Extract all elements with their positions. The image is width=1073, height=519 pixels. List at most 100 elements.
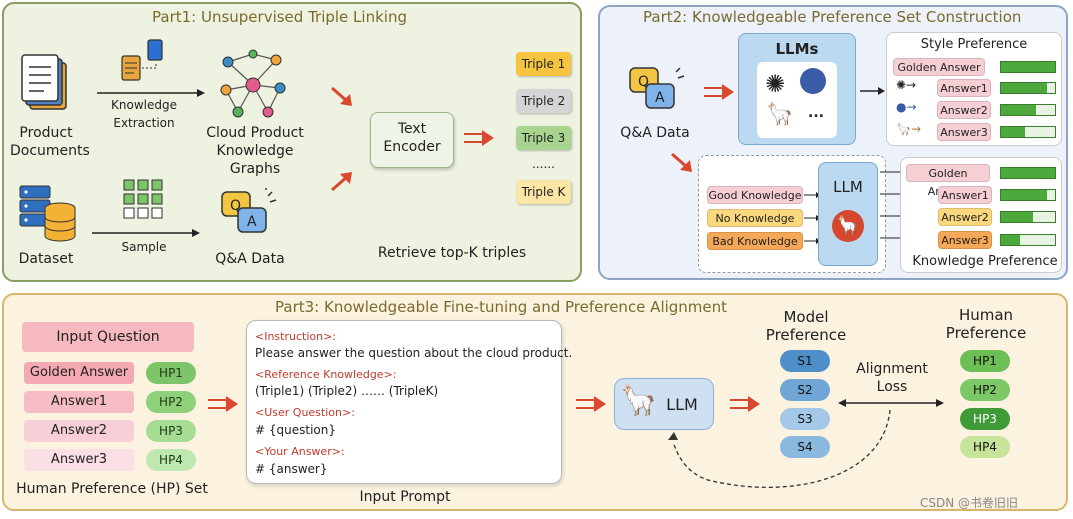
model-preference-label: Model Preference <box>765 308 847 344</box>
alignment-loss-label: Alignment Loss <box>856 361 928 395</box>
red-arrow-kg-encoder <box>331 86 352 106</box>
llama-icon-part3: 🦙 <box>620 383 658 418</box>
human-hp3: HP3 <box>960 408 1010 430</box>
human-hp2: HP2 <box>960 379 1010 401</box>
knowledge-answer3-bar <box>1000 234 1056 246</box>
style-golden-bar <box>1000 61 1056 73</box>
llm-label-part3: LLM <box>666 395 698 414</box>
cloud-kg-label: Cloud Product Knowledge Graphs <box>206 125 304 177</box>
style-golden-chip: Golden Answer <box>893 58 985 76</box>
model-s3: S3 <box>780 408 830 430</box>
input-question-box <box>22 322 194 352</box>
style-model-icon: ●→ <box>896 100 917 114</box>
hp2-badge: HP2 <box>146 391 196 413</box>
knowledge-answer2-bar <box>1000 211 1056 223</box>
user-question-text: # {question} <box>255 423 336 437</box>
knowledge-extraction-label: Knowledge Extraction <box>111 98 177 130</box>
sample-arrow <box>92 229 200 237</box>
knowledge-answer1-bar <box>1000 189 1056 201</box>
style-openai-icon: ✺→ <box>896 78 917 92</box>
llm-label-part2: LLM <box>833 178 863 196</box>
knowledge-golden-chip: Golden Answer <box>906 164 990 198</box>
style-llama-icon: 🦙→ <box>896 122 921 136</box>
reference-text: (Triple1) (Triple2) …… (TripleK) <box>255 384 439 398</box>
bad-knowledge-chip: Bad Knowledge <box>707 232 803 250</box>
input-prompt-label: Input Prompt <box>359 489 451 505</box>
style-answer2-bar <box>1000 104 1056 116</box>
llama-icon: 🦙 <box>766 102 794 127</box>
svg-text:Q: Q <box>230 198 241 214</box>
svg-text:Q: Q <box>638 74 649 90</box>
knowledge-golden-bar <box>1000 167 1056 179</box>
documents-icon <box>21 54 67 110</box>
triple-2: Triple 2 <box>516 89 571 113</box>
style-answer1-bar <box>1000 82 1056 94</box>
instruction-text: Please answer the question about the clo… <box>255 346 573 360</box>
llms-label: LLMs <box>775 40 819 58</box>
text-encoder-box <box>370 112 454 168</box>
alignment-arrow <box>838 399 944 407</box>
style-answer3-chip: Answer3 <box>937 123 991 141</box>
knowledge-answer3-chip: Answer3 <box>938 231 992 249</box>
qa-data-label: Q&A Data <box>215 251 285 267</box>
no-knowledge-chip: No Knowledge <box>707 209 803 227</box>
triple-3: Triple 3 <box>516 126 571 150</box>
prompt-to-llm-arrow <box>576 396 606 412</box>
your-answer-text: # {answer} <box>255 462 328 476</box>
part2-title: Part2: Knowledgeable Preference Set Cons… <box>643 8 1022 26</box>
svg-text:A: A <box>247 214 257 230</box>
llm-to-model-pref-arrow <box>730 396 760 412</box>
knowledge-graph-icon <box>220 49 286 118</box>
your-answer-tag: <Your Answer>: <box>255 445 345 458</box>
human-hp4: HP4 <box>960 436 1010 458</box>
style-preference-title: Style Preference <box>920 37 1028 52</box>
style-answer2-chip: Answer2 <box>937 101 991 119</box>
answer-golden: Golden Answer <box>24 362 134 384</box>
style-answer3-bar <box>1000 126 1056 138</box>
encoder-to-triples-arrow <box>464 130 494 146</box>
sample-label: Sample <box>121 240 167 254</box>
hp-set-label: Human Preference (HP) Set <box>16 481 208 497</box>
llms-to-style-arrow <box>860 87 885 95</box>
llama-logo-icon: 🦙 <box>832 210 864 242</box>
dataset-label: Dataset <box>18 251 74 267</box>
style-answer1-chip: Answer1 <box>937 79 991 97</box>
text-encoder-label: Text Encoder <box>383 121 441 155</box>
human-hp1: HP1 <box>960 350 1010 372</box>
llms-ellipsis: ... <box>808 105 824 121</box>
knowledge-answer1-chip: Answer1 <box>938 186 992 204</box>
qa-data-label-part2: Q&A Data <box>620 125 690 141</box>
reference-tag: <Reference Knowledge>: <box>255 368 397 381</box>
qa-to-knowledge-arrow <box>671 152 692 172</box>
input-question-label: Input Question <box>56 329 160 345</box>
hp3-badge: HP3 <box>146 420 196 442</box>
human-preference-label: Human Preference <box>945 306 1027 342</box>
dataset-icon <box>19 185 76 242</box>
good-knowledge-chip: Good Knowledge <box>707 186 803 204</box>
part1-title: Part1: Unsupervised Triple Linking <box>152 8 407 26</box>
qa-to-llms-arrow <box>704 84 734 100</box>
retrieve-label: Retrieve top-K triples <box>377 245 527 261</box>
model-logo-icon <box>800 68 826 94</box>
knowledge-preference-title: Knowledge Preference <box>912 254 1058 269</box>
answer-2: Answer2 <box>24 420 134 442</box>
hp4-badge: HP4 <box>146 449 196 471</box>
model-s2: S2 <box>780 379 830 401</box>
model-s1: S1 <box>780 350 830 372</box>
qa-icon-part2: Q A <box>629 67 685 109</box>
sample-grid-icon <box>123 179 163 219</box>
openai-logo-icon: ✺ <box>765 70 786 98</box>
user-question-tag: <User Question>: <box>255 406 355 419</box>
hp1-badge: HP1 <box>146 362 196 384</box>
red-arrow-qa-encoder <box>331 172 352 192</box>
knowledge-answer2-chip: Answer2 <box>938 208 992 226</box>
product-documents-label: Product Documents <box>10 125 90 159</box>
model-s4: S4 <box>780 436 830 458</box>
knowledge-extraction-arrow <box>97 89 205 97</box>
watermark: CSDN @书卷旧旧 <box>920 496 1019 510</box>
prompt-card <box>246 320 562 484</box>
instruction-tag: <Instruction>: <box>255 330 337 343</box>
svg-text:A: A <box>655 90 665 106</box>
answer-1: Answer1 <box>24 391 134 413</box>
feedback-dashed-arrow <box>668 409 891 488</box>
